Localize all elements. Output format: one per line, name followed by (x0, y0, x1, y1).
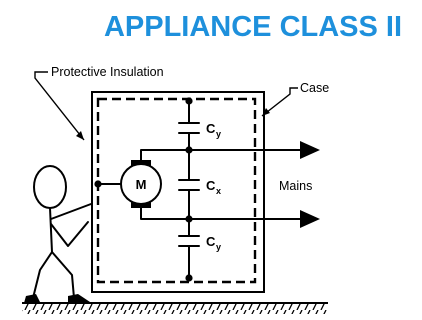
protective-insulation-outline (96, 97, 257, 284)
svg-text:Case: Case (300, 81, 329, 95)
svg-text:y: y (216, 129, 221, 139)
motor-icon: M (97, 160, 162, 208)
svg-text:y: y (216, 242, 221, 252)
capacitor-cy-bottom: C y (178, 234, 221, 252)
mains-line-upper (140, 141, 320, 165)
mains-line-lower (140, 205, 320, 228)
svg-text:x: x (216, 186, 221, 196)
svg-text:C: C (206, 234, 216, 249)
svg-text:Protective Insulation: Protective Insulation (51, 65, 164, 79)
ground-hatch (22, 302, 328, 314)
svg-text:C: C (206, 121, 216, 136)
svg-text:C: C (206, 178, 216, 193)
capacitor-cy-top: C y (178, 121, 221, 139)
diagram-title: APPLIANCE CLASS II (104, 11, 402, 43)
case-outline (91, 91, 265, 293)
svg-text:M: M (136, 177, 147, 192)
person-icon (24, 165, 92, 303)
protective-insulation-label: Protective Insulation (34, 65, 164, 141)
case-label: Case (261, 81, 329, 117)
capacitor-cx: C x (178, 178, 221, 196)
mains-label: Mains (279, 179, 312, 193)
